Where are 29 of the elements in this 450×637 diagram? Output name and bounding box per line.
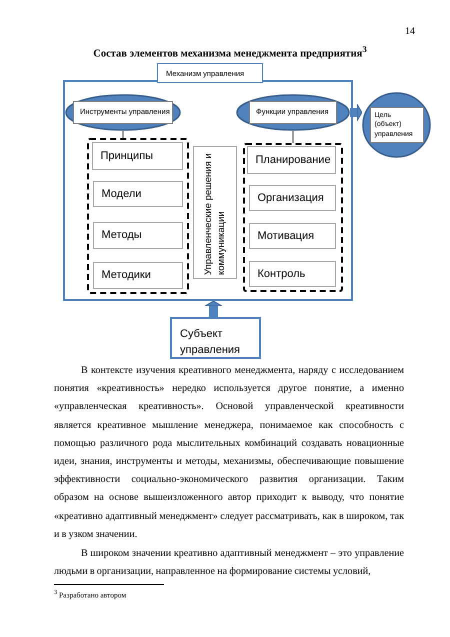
page-number: 14	[405, 26, 415, 37]
element-box	[248, 184, 336, 210]
element-box	[248, 260, 336, 286]
subject-label: Субъект управления	[180, 328, 240, 356]
dashed-group-box	[243, 143, 343, 292]
element-box	[92, 180, 182, 206]
element-label: Планирование	[256, 154, 331, 166]
body-paragraph: В широком значении креативно адаптивный менеджмент – это управление людьми в организации, направленное на формирование системы условий,	[54, 547, 404, 580]
element-box	[246, 146, 336, 174]
category-ellipse	[65, 94, 181, 131]
element-label: Организация	[258, 192, 324, 204]
element-label: Модели	[102, 188, 142, 200]
element-box	[248, 222, 336, 248]
element-label: Методики	[102, 269, 151, 281]
element-label: Методы	[102, 229, 142, 241]
dashed-group-box	[87, 138, 189, 294]
figure-title: Состав элементов механизма менеджмента предприятия$^{3}$	[92, 44, 368, 60]
element-box	[92, 142, 182, 170]
category-ellipse	[236, 94, 350, 131]
goal-circle	[362, 92, 431, 158]
element-box	[92, 222, 182, 248]
element-label: Мотивация	[258, 230, 314, 242]
vertical-label: Управленческие решения и коммуникации	[202, 152, 228, 275]
element-label: Контроль	[258, 268, 306, 280]
element-box	[92, 262, 182, 288]
subject-box	[170, 317, 261, 359]
vertical-box	[193, 146, 237, 279]
body-paragraph: В контексте изучения креативного менеджмента, наряду с исследованием понятия «креативность» нередко используется другое понятие, а именно «управленческая креативность». Основой управленческой креативности является креативное мышление менеджера, понимаемое как способность с помощью различного рода мыслительных комбинаций создавать новационные идеи, знания, инструменты и методы, механизмы, обеспечивающие повышение эффективности социально-экономического развития организации. Таким образом на основе вышеизложенного автор приходит к выводу, что понятие «креативно адаптивный менеджмент» следует рассматривать, как в широком, так и в узком значении.	[54, 364, 404, 542]
element-label: Принципы	[100, 150, 154, 162]
